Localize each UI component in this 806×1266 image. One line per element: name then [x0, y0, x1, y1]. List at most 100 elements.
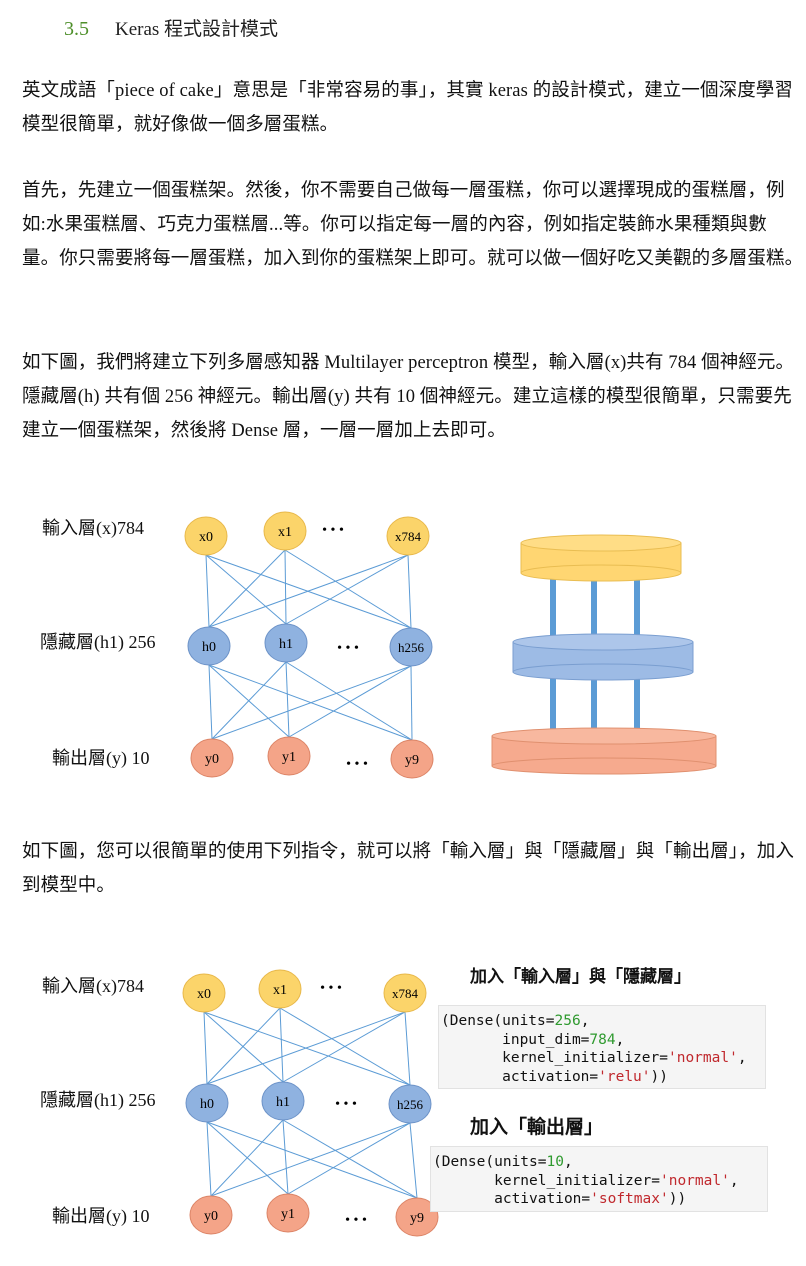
network-edge	[279, 1007, 284, 1083]
hidden-layer-label: 隱藏層(h1) 256	[40, 1090, 156, 1111]
network-edge	[287, 1122, 411, 1195]
code-token: ,	[580, 1013, 590, 1029]
code-token: ,	[615, 1031, 625, 1048]
network-edge	[203, 1011, 208, 1085]
code-token: ,	[737, 1050, 747, 1066]
output-node-1: y1	[266, 1193, 310, 1233]
output-node-9: y9	[390, 739, 434, 779]
input-node-784: x784	[383, 973, 427, 1013]
network-edges	[205, 549, 413, 741]
code-token: activation=	[433, 1191, 591, 1207]
network-edge	[410, 665, 413, 741]
network-edge	[203, 1011, 284, 1083]
output-node-label: y9	[405, 753, 419, 768]
input-node-0: x0	[184, 516, 228, 556]
add-input-hidden-title: 加入「輸入層」與「隱藏層」	[470, 967, 691, 986]
code-token: (Dense(units=	[441, 1013, 555, 1029]
code-token: 'normal'	[659, 1172, 730, 1189]
output-layer-label: 輸出層(y) 10	[52, 1206, 150, 1227]
input-node-label: x0	[199, 530, 213, 545]
cake-bottom-layer	[491, 727, 717, 775]
code-token: 784	[589, 1031, 616, 1048]
input-ellipsis: • • •	[320, 981, 342, 996]
hidden-node-1: h1	[261, 1081, 305, 1121]
network-edge	[211, 665, 412, 740]
mlp-network-diagram: 輸入層(x)784 隱藏層(h1) 256 輸出層(y) 10 x0 x1 x7…	[40, 511, 717, 779]
network-edge	[284, 549, 287, 625]
add-output-title: 加入「輸出層」	[470, 1117, 604, 1138]
hidden-ellipsis: • • •	[335, 1097, 357, 1112]
hidden-node-1: h1	[264, 623, 308, 663]
output-node-1: y1	[267, 736, 311, 776]
output-node-label: y1	[282, 750, 296, 765]
network-edge	[282, 1119, 289, 1195]
input-layer-label: 輸入層(x)784	[42, 518, 144, 539]
network-edge	[211, 661, 287, 740]
code-token: 256	[554, 1013, 581, 1029]
input-node-0: x0	[182, 973, 226, 1013]
code-token: ))	[650, 1068, 668, 1085]
paragraph-add-layers: 如下圖，您可以很簡單的使用下列指令，就可以將「輸入層」與「隱藏層」與「輸出層」，…	[22, 842, 794, 896]
paragraph-cake-analogy: 首先，先建立一個蛋糕架。然後，你不需要自己做每一層蛋糕，你可以選擇現成的蛋糕層，…	[22, 181, 804, 269]
hidden-node-0: h0	[185, 1083, 229, 1123]
input-node-label: x784	[392, 986, 419, 1001]
code-token: 'relu'	[598, 1068, 651, 1085]
code-token: kernel_initializer=	[441, 1050, 668, 1066]
layered-cake-illustration	[491, 534, 717, 775]
hidden-node-label: h1	[279, 637, 293, 652]
output-layer-label: 輸出層(y) 10	[52, 748, 150, 769]
output-node-label: y0	[204, 1209, 218, 1224]
network-edge	[285, 661, 290, 738]
network-edge	[404, 1011, 411, 1086]
hidden-node-256: h256	[389, 627, 433, 667]
code-token: 10	[546, 1154, 564, 1170]
output-ellipsis: • • •	[346, 757, 368, 772]
code-token: ))	[668, 1191, 687, 1207]
code-token: input_dim=	[441, 1031, 590, 1048]
paragraph-intro: 英文成語「piece of cake」意思是「非常容易的事」，其實 keras …	[22, 81, 794, 135]
input-layer-label: 輸入層(x)784	[42, 976, 144, 997]
code-block-input-hidden: (Dense(units=256, input_dim=784, kernel_…	[438, 1005, 766, 1089]
input-node-1: x1	[258, 969, 302, 1009]
hidden-layer-label: 隱藏層(h1) 256	[40, 632, 156, 653]
cake-top-layer	[520, 534, 682, 582]
code-token: (Dense(units=	[433, 1154, 547, 1170]
output-node-label: y1	[281, 1207, 295, 1222]
code-block-output: (Dense(units=10, kernel_initializer='nor…	[430, 1146, 768, 1212]
hidden-node-0: h0	[187, 626, 231, 666]
output-node-9: y9	[395, 1197, 439, 1237]
network-edge	[409, 1122, 418, 1199]
input-node-784: x784	[386, 516, 430, 556]
network-edge	[208, 554, 409, 628]
input-node-label: x784	[395, 529, 422, 544]
network-edge	[285, 554, 409, 625]
hidden-ellipsis: • • •	[337, 641, 359, 656]
code-token: activation=	[441, 1068, 599, 1085]
network-edge	[208, 664, 213, 740]
network-edge	[205, 554, 210, 628]
network-edge	[282, 1011, 406, 1083]
network-edge	[206, 1011, 406, 1085]
output-node-0: y0	[190, 738, 234, 778]
network-edge	[407, 554, 412, 629]
hidden-node-256: h256	[388, 1084, 432, 1124]
code-token: kernel_initializer=	[433, 1172, 660, 1189]
input-ellipsis: • • •	[322, 523, 344, 538]
output-ellipsis: • • •	[345, 1213, 367, 1228]
section-title: Keras 程式設計模式	[115, 19, 279, 40]
network-edge	[206, 1007, 281, 1085]
paragraph-mlp-description: 如下圖，我們將建立下列多層感知器 Multilayer perceptron 模…	[22, 353, 795, 441]
hidden-node-label: h256	[397, 1097, 424, 1112]
code-token: ,	[729, 1172, 739, 1189]
network-edge	[203, 1011, 411, 1086]
cake-middle-layer	[512, 633, 694, 681]
output-node-label: y9	[410, 1211, 424, 1226]
output-node-label: y0	[205, 752, 219, 767]
code-token: 'softmax'	[590, 1191, 669, 1207]
network-edge	[210, 1122, 411, 1197]
code-token: ,	[563, 1154, 573, 1170]
hidden-node-label: h0	[202, 640, 216, 655]
network-edge	[206, 1121, 212, 1197]
hidden-node-label: h0	[200, 1097, 214, 1112]
